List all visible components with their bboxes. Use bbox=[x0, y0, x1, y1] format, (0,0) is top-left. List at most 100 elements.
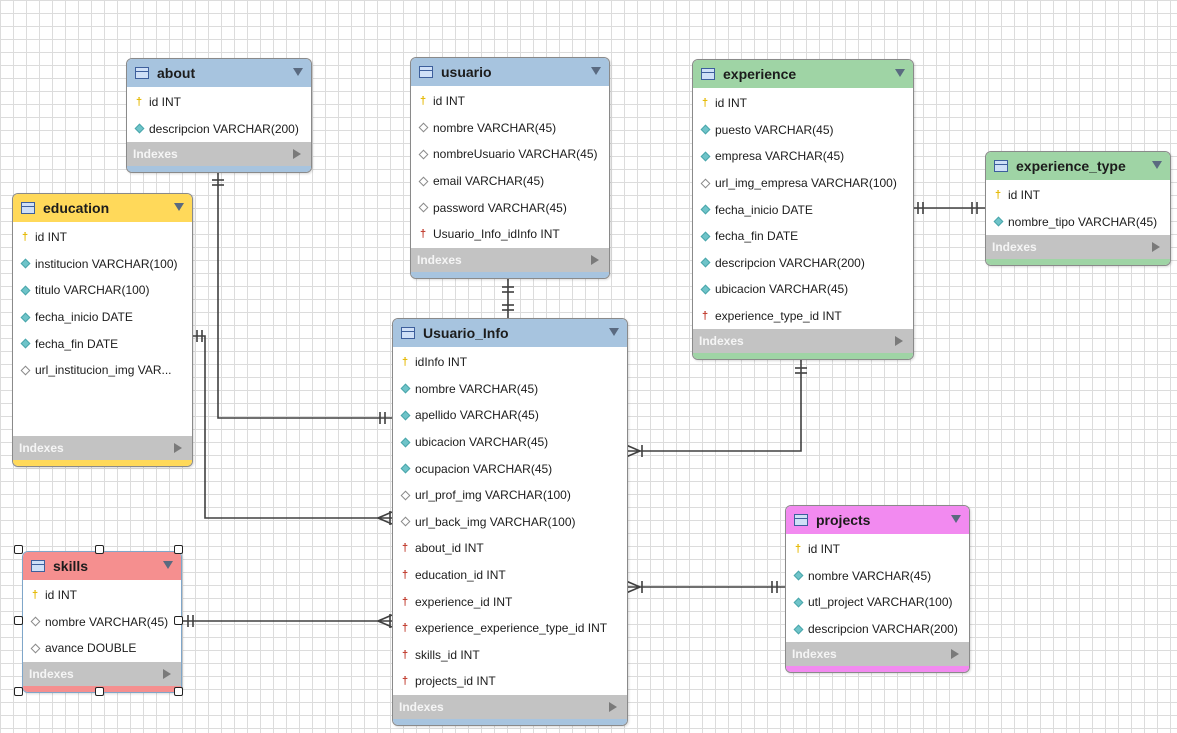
column-row[interactable]: †experience_experience_type_id INT bbox=[393, 615, 627, 642]
expand-indexes-icon[interactable] bbox=[163, 668, 171, 679]
column-row[interactable]: †projects_id INT bbox=[393, 668, 627, 695]
column-row[interactable]: fecha_inicio DATE bbox=[13, 304, 192, 331]
collapse-arrow-icon[interactable] bbox=[163, 561, 173, 569]
column-row[interactable]: password VARCHAR(45) bbox=[411, 194, 609, 221]
collapse-arrow-icon[interactable] bbox=[1152, 161, 1162, 169]
column-row[interactable]: †id INT bbox=[411, 88, 609, 115]
column-row[interactable]: empresa VARCHAR(45) bbox=[693, 143, 913, 170]
expand-indexes-icon[interactable] bbox=[951, 649, 959, 660]
nullable-column-icon-glyph bbox=[700, 178, 710, 189]
collapse-arrow-icon[interactable] bbox=[951, 515, 961, 523]
expand-indexes-icon[interactable] bbox=[591, 254, 599, 265]
column-row[interactable]: puesto VARCHAR(45) bbox=[693, 117, 913, 144]
collapse-arrow-icon[interactable] bbox=[174, 203, 184, 211]
indexes-section[interactable]: Indexes bbox=[393, 694, 627, 719]
column-row[interactable]: †experience_id INT bbox=[393, 588, 627, 615]
column-row[interactable]: utl_project VARCHAR(100) bbox=[786, 589, 969, 616]
column-label: ocupacion VARCHAR(45) bbox=[415, 461, 553, 476]
indexes-section[interactable]: Indexes bbox=[13, 436, 192, 460]
table-header[interactable]: experience_type bbox=[986, 152, 1170, 180]
resize-handle-middle-right[interactable] bbox=[174, 616, 183, 625]
column-row[interactable]: ocupacion VARCHAR(45) bbox=[393, 455, 627, 482]
column-row[interactable]: descripcion VARCHAR(200) bbox=[127, 116, 311, 143]
column-row[interactable]: avance DOUBLE bbox=[23, 635, 181, 662]
expand-indexes-icon[interactable] bbox=[609, 701, 617, 712]
resize-handle-bottom-right[interactable] bbox=[174, 687, 183, 696]
expand-indexes-icon[interactable] bbox=[1152, 242, 1160, 253]
column-row[interactable]: institucion VARCHAR(100) bbox=[13, 251, 192, 278]
indexes-section[interactable]: Indexes bbox=[693, 329, 913, 354]
indexes-section[interactable]: Indexes bbox=[986, 235, 1170, 260]
column-row[interactable]: †id INT bbox=[693, 90, 913, 117]
column-row[interactable]: url_institucion_img VAR... bbox=[13, 357, 192, 384]
table-header[interactable]: projects bbox=[786, 506, 969, 534]
column-row[interactable]: †id INT bbox=[986, 182, 1170, 209]
column-row[interactable]: †skills_id INT bbox=[393, 642, 627, 669]
column-row[interactable]: †idInfo INT bbox=[393, 349, 627, 376]
column-row[interactable]: url_back_img VARCHAR(100) bbox=[393, 509, 627, 536]
indexes-section[interactable]: Indexes bbox=[411, 247, 609, 272]
collapse-arrow-icon[interactable] bbox=[895, 69, 905, 77]
primary-key-icon-glyph: † bbox=[419, 95, 427, 108]
column-row[interactable]: †id INT bbox=[786, 536, 969, 563]
collapse-arrow-icon[interactable] bbox=[293, 68, 303, 76]
column-row[interactable]: †education_id INT bbox=[393, 562, 627, 589]
table-header[interactable]: experience bbox=[693, 60, 913, 88]
expand-indexes-icon[interactable] bbox=[293, 149, 301, 160]
column-row[interactable]: †about_id INT bbox=[393, 535, 627, 562]
column-row[interactable]: email VARCHAR(45) bbox=[411, 168, 609, 195]
expand-indexes-icon[interactable] bbox=[895, 336, 903, 347]
column-row[interactable]: nombre VARCHAR(45) bbox=[786, 563, 969, 590]
collapse-arrow-icon[interactable] bbox=[609, 328, 619, 336]
table-header[interactable]: usuario bbox=[411, 58, 609, 86]
indexes-section[interactable]: Indexes bbox=[23, 661, 181, 686]
column-row[interactable]: descripcion VARCHAR(200) bbox=[693, 250, 913, 277]
table-header[interactable]: skills bbox=[23, 552, 181, 580]
column-row[interactable]: nombreUsuario VARCHAR(45) bbox=[411, 141, 609, 168]
indexes-section[interactable]: Indexes bbox=[786, 642, 969, 667]
column-row[interactable]: fecha_fin DATE bbox=[693, 223, 913, 250]
resize-handle-bottom-left[interactable] bbox=[14, 687, 23, 696]
collapse-arrow-icon[interactable] bbox=[591, 67, 601, 75]
column-row[interactable]: url_prof_img VARCHAR(100) bbox=[393, 482, 627, 509]
resize-handle-top-left[interactable] bbox=[14, 545, 23, 554]
column-row[interactable]: nombre VARCHAR(45) bbox=[393, 376, 627, 403]
column-row[interactable]: ubicacion VARCHAR(45) bbox=[693, 276, 913, 303]
not-null-column-icon bbox=[699, 230, 711, 242]
column-row[interactable]: †Usuario_Info_idInfo INT bbox=[411, 221, 609, 248]
table-header[interactable]: Usuario_Info bbox=[393, 319, 627, 347]
column-row[interactable]: descripcion VARCHAR(200) bbox=[786, 616, 969, 643]
column-row[interactable]: nombre_tipo VARCHAR(45) bbox=[986, 209, 1170, 236]
expand-indexes-icon[interactable] bbox=[174, 443, 182, 453]
resize-handle-top-center[interactable] bbox=[95, 545, 104, 554]
column-row[interactable]: fecha_fin DATE bbox=[13, 330, 192, 357]
column-row[interactable]: nombre VARCHAR(45) bbox=[23, 609, 181, 636]
column-row[interactable]: †id INT bbox=[13, 224, 192, 251]
resize-handle-middle-left[interactable] bbox=[14, 616, 23, 625]
column-row[interactable]: †id INT bbox=[23, 582, 181, 609]
table-header[interactable]: about bbox=[127, 59, 311, 87]
column-row[interactable]: nombre VARCHAR(45) bbox=[411, 115, 609, 142]
table-header[interactable]: education bbox=[13, 194, 192, 222]
not-null-column-icon bbox=[792, 570, 804, 582]
column-row[interactable]: url_img_empresa VARCHAR(100) bbox=[693, 170, 913, 197]
column-row[interactable]: fecha_inicio DATE bbox=[693, 196, 913, 223]
resize-handle-top-right[interactable] bbox=[174, 545, 183, 554]
column-row[interactable]: titulo VARCHAR(100) bbox=[13, 277, 192, 304]
column-row[interactable]: ubicacion VARCHAR(45) bbox=[393, 429, 627, 456]
indexes-section[interactable]: Indexes bbox=[127, 142, 311, 167]
column-row[interactable]: apellido VARCHAR(45) bbox=[393, 402, 627, 429]
column-row[interactable]: †id INT bbox=[127, 89, 311, 116]
resize-handle-bottom-center[interactable] bbox=[95, 687, 104, 696]
column-row[interactable]: †experience_type_id INT bbox=[693, 303, 913, 330]
